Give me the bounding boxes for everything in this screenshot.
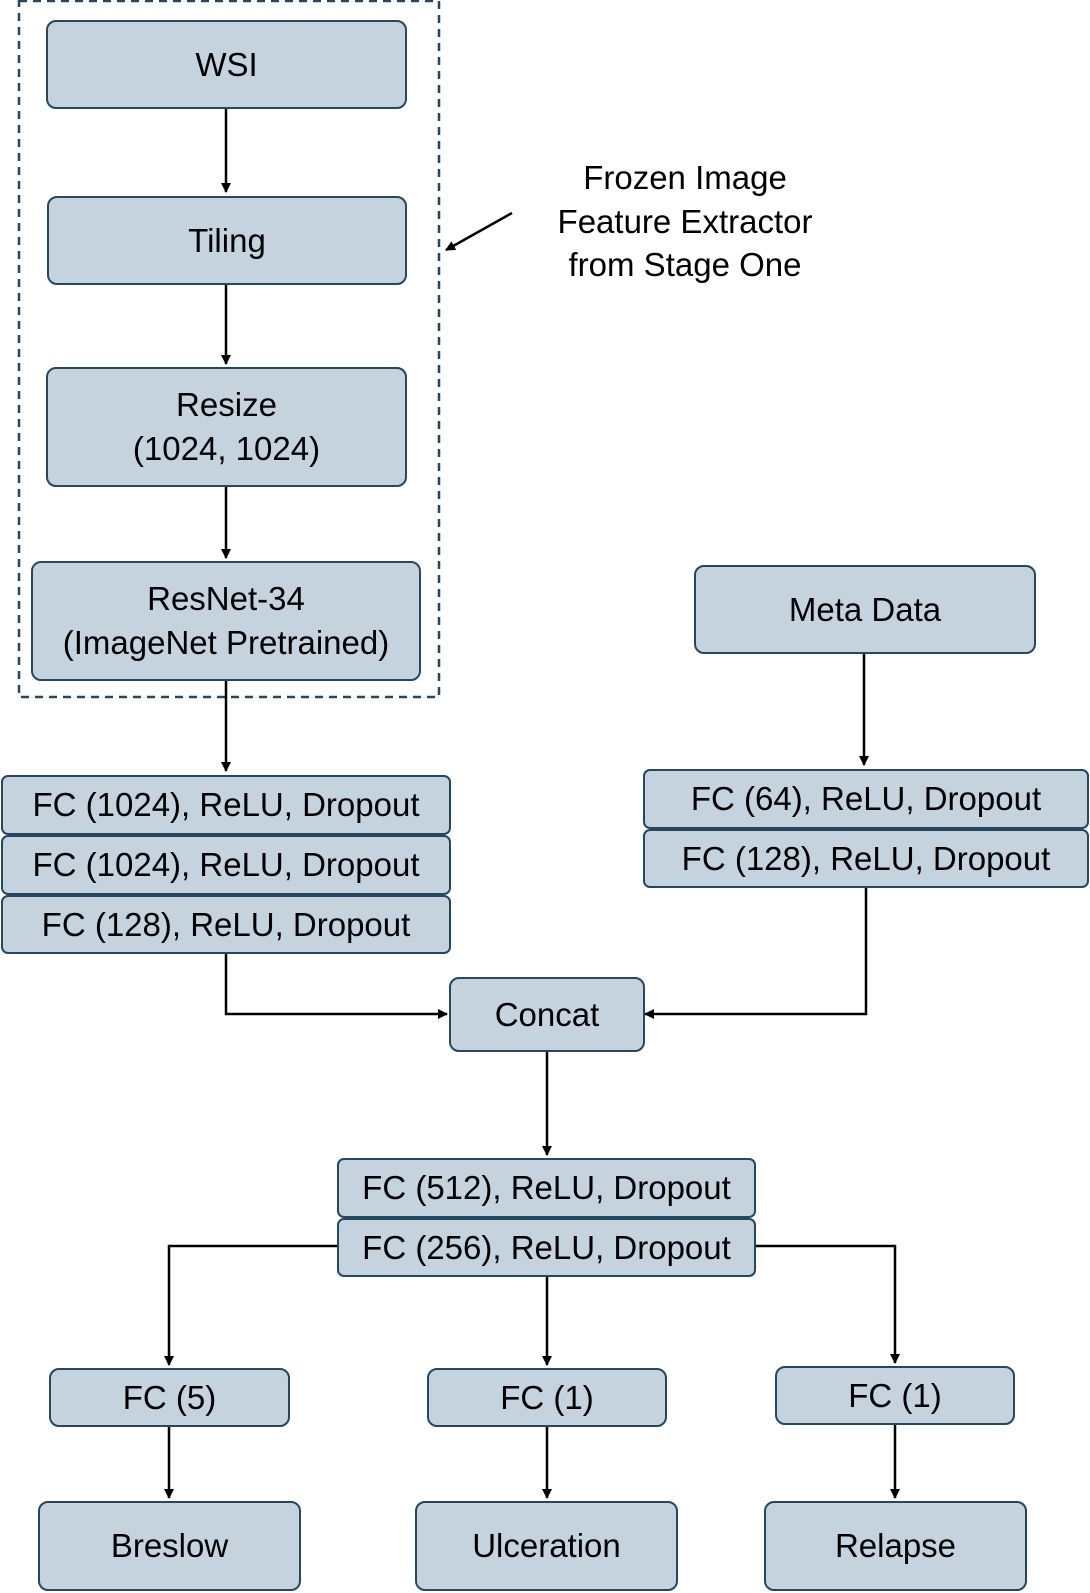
breslow-output: Breslow [38, 1501, 301, 1591]
arrow-image-concat [224, 954, 448, 1019]
shared-fc-layer-1: FC (512), ReLU, Dropout [337, 1158, 756, 1218]
arrow-shared-head-3 [756, 1244, 900, 1364]
tiling-box: Tiling [47, 196, 407, 285]
resize-box: Resize (1024, 1024) [46, 367, 407, 487]
ulceration-output: Ulceration [415, 1501, 678, 1591]
image-fc-layer-1: FC (1024), ReLU, Dropout [1, 775, 451, 835]
frozen-extractor-boundary [17, 0, 441, 699]
concat-box: Concat [449, 977, 645, 1052]
frozen-extractor-label: Frozen Image Feature Extractor from Stag… [557, 159, 813, 284]
image-fc-layer-2: FC (1024), ReLU, Dropout [1, 835, 451, 895]
relapse-output: Relapse [764, 1501, 1027, 1591]
meta-data-box: Meta Data [694, 565, 1036, 654]
arrow-shared-head-1 [164, 1244, 337, 1366]
wsi-box: WSI [46, 20, 407, 109]
resnet-box: ResNet-34 (ImageNet Pretrained) [31, 561, 421, 681]
shared-fc-layer-2: FC (256), ReLU, Dropout [337, 1218, 756, 1277]
image-fc-layer-3: FC (128), ReLU, Dropout [1, 895, 451, 954]
breslow-head-fc: FC (5) [49, 1368, 290, 1427]
meta-fc-layer-2: FC (128), ReLU, Dropout [643, 829, 1089, 888]
frozen-pointer-arrow [445, 211, 513, 252]
ulceration-head-fc: FC (1) [427, 1368, 667, 1427]
relapse-head-fc: FC (1) [775, 1366, 1015, 1425]
arrow-meta-concat [644, 888, 868, 1019]
meta-fc-layer-1: FC (64), ReLU, Dropout [643, 769, 1089, 829]
